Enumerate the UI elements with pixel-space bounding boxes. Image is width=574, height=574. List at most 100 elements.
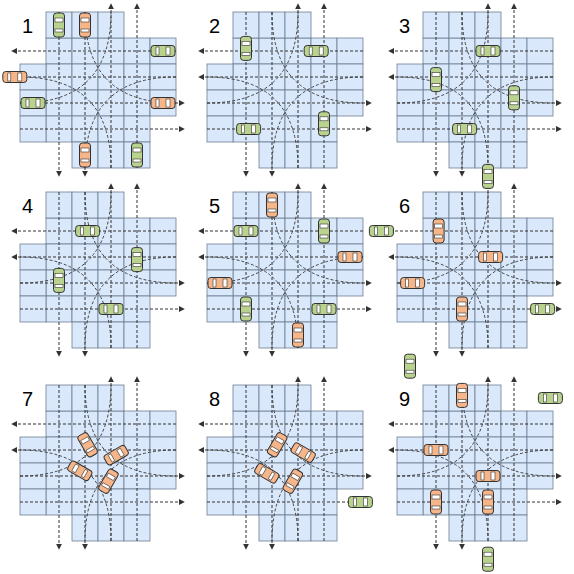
car-window — [213, 279, 216, 287]
car-icon — [538, 393, 562, 404]
car-body — [348, 497, 372, 508]
lane-path — [324, 377, 325, 541]
car-body — [76, 226, 100, 237]
car-window — [353, 253, 357, 261]
turn-path — [462, 12, 553, 103]
car-icon — [509, 86, 520, 110]
lane-path — [397, 502, 561, 503]
panel-number: 9 — [399, 389, 410, 409]
panel-number: 2 — [209, 16, 220, 36]
turn-path — [85, 192, 176, 283]
lane-path — [298, 377, 299, 541]
turn-path — [462, 450, 553, 541]
turn-path — [397, 450, 488, 541]
turn-path — [272, 450, 363, 541]
grid-cell — [285, 322, 311, 348]
car-body — [457, 297, 468, 321]
car-window — [55, 29, 63, 32]
car-window — [458, 302, 466, 306]
car-body — [254, 463, 280, 485]
car-window — [268, 472, 275, 480]
car-window — [117, 448, 124, 457]
car-body — [312, 304, 336, 315]
car-window — [8, 73, 11, 81]
car-window — [55, 18, 63, 22]
car-window — [494, 253, 498, 261]
car-window — [458, 399, 466, 402]
car-window — [86, 446, 94, 453]
lane-path — [514, 377, 515, 541]
lane-path — [207, 103, 371, 104]
car-window — [320, 128, 328, 131]
car-window — [317, 305, 320, 313]
car-window — [81, 29, 89, 32]
car-window — [133, 159, 141, 162]
car-body — [208, 278, 232, 289]
car-window — [81, 148, 89, 152]
car-window — [36, 99, 40, 107]
car-window — [484, 495, 492, 499]
car-window — [491, 472, 495, 480]
car-icon — [67, 460, 93, 482]
grid-cell — [311, 296, 337, 322]
car-window — [294, 339, 302, 342]
grid-cell — [20, 90, 46, 116]
car-window — [435, 235, 443, 238]
car-icon — [3, 72, 27, 83]
car-body — [483, 490, 494, 514]
car-window — [429, 446, 432, 454]
car-window — [156, 99, 159, 107]
turn-path — [85, 385, 176, 476]
lane-path — [12, 257, 176, 258]
car-icon — [476, 471, 500, 482]
turn-path — [397, 12, 488, 103]
car-window — [101, 483, 109, 490]
car-window — [104, 305, 107, 313]
car-body — [80, 13, 91, 37]
car-window — [242, 125, 245, 133]
car-window — [106, 473, 115, 480]
car-body — [476, 46, 500, 57]
car-window — [406, 370, 414, 373]
car-icon — [132, 248, 143, 272]
turn-path — [20, 192, 111, 283]
car-window — [252, 125, 256, 133]
turn-path — [272, 12, 363, 103]
lane-path — [272, 12, 273, 176]
car-window — [223, 279, 227, 287]
car-body — [237, 124, 261, 135]
grid-cell — [207, 270, 233, 296]
car-icon — [237, 124, 261, 135]
car-window — [133, 253, 141, 257]
car-body — [80, 143, 91, 167]
car-window — [481, 47, 484, 55]
car-window — [81, 18, 89, 22]
car-icon — [431, 490, 442, 514]
grid-cell — [72, 142, 98, 168]
intersection-panel — [389, 4, 561, 176]
car-icon — [241, 297, 252, 321]
car-icon — [99, 304, 123, 315]
intersection-panel — [389, 377, 562, 571]
turn-path — [462, 257, 553, 348]
car-icon — [76, 226, 100, 237]
car-window — [72, 464, 79, 473]
car-window — [268, 198, 276, 202]
lane-path — [436, 192, 437, 356]
car-window — [133, 148, 141, 152]
car-body — [509, 86, 520, 110]
intersection-panel — [199, 184, 371, 356]
car-icon — [54, 13, 65, 37]
turn-path — [207, 77, 298, 168]
turn-path — [272, 192, 363, 283]
lane-path — [199, 424, 363, 425]
car-window — [406, 279, 409, 287]
lane-path — [462, 385, 463, 549]
turn-path — [207, 450, 298, 541]
car-window — [26, 99, 29, 107]
car-window — [343, 253, 346, 261]
turn-path — [397, 192, 488, 283]
lane-path — [111, 184, 112, 348]
car-window — [484, 180, 492, 183]
grid-cell — [423, 489, 449, 515]
